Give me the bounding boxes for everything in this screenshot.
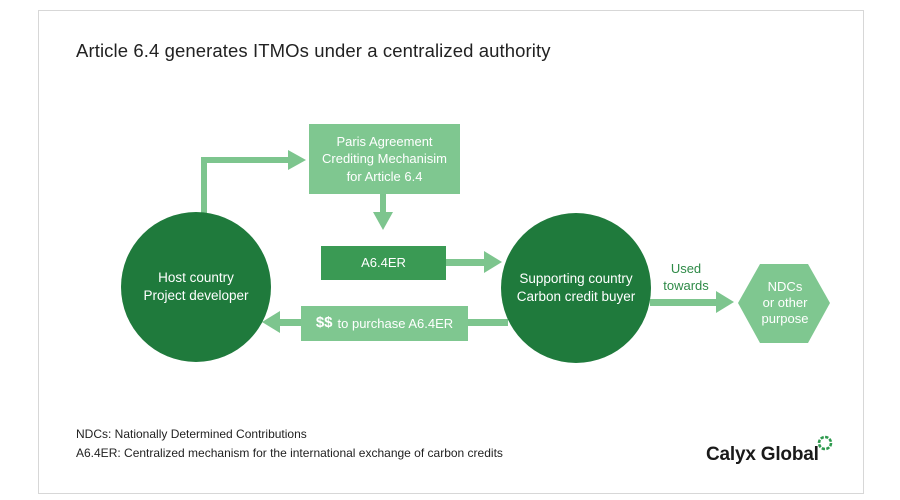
ndc-label-line1: NDCs	[767, 278, 803, 294]
arrow-head-to-buyer	[484, 251, 502, 273]
credit-label: A6.4ER	[321, 246, 446, 280]
dollar-symbol: $$	[315, 314, 333, 332]
ndc-label: NDCs or other purpose	[745, 270, 825, 336]
mechanism-label-line2: Crediting Mechanisim	[322, 151, 447, 167]
buyer-label-line2: Carbon credit buyer	[516, 289, 636, 304]
payment-label-text: to purchase A6.4ER	[337, 315, 454, 331]
arrow-host-to-mechanism	[201, 157, 292, 232]
diagram-frame	[38, 10, 864, 494]
footnote-ndc: NDCs: Nationally Determined Contribution…	[76, 427, 307, 441]
arrow-buyer-to-ndc	[650, 299, 720, 306]
host-label-line1: Host country	[158, 269, 234, 285]
arrow-head-to-mechanism	[288, 150, 306, 170]
mechanism-box	[309, 124, 460, 194]
ndc-label-line2: or other	[762, 294, 808, 310]
ndc-label-line3: purpose	[761, 311, 809, 327]
diagram-title: Article 6.4 generates ITMOs under a cent…	[76, 40, 551, 61]
footnote-a64er: A6.4ER: Centralized mechanism for the in…	[76, 446, 503, 460]
payment-box	[301, 306, 468, 341]
arrow-head-to-credit	[373, 212, 393, 230]
credit-box	[321, 246, 446, 280]
mechanism-label-line3: for Article 6.4	[346, 168, 423, 184]
calyx-ring-icon	[817, 435, 833, 451]
used-towards-label: Used towards	[652, 261, 720, 295]
buyer-label-line1: Supporting country	[519, 270, 633, 286]
mechanism-label: Paris Agreement Crediting Mechanisim for…	[309, 124, 460, 194]
calyx-logo-text: Calyx Global	[706, 444, 819, 465]
arrow-head-to-host	[262, 311, 280, 333]
buyer-label: Supporting country Carbon credit buyer	[501, 263, 651, 313]
host-label: Host country Project developer	[121, 262, 271, 312]
arrow-payment-shaft	[277, 319, 301, 326]
host-circle	[121, 212, 271, 362]
host-label-line2: Project developer	[143, 288, 249, 303]
credit-label-text: A6.4ER	[361, 255, 406, 271]
arrow-head-to-ndc	[716, 291, 734, 313]
arrow-payment-tail	[468, 319, 508, 326]
mechanism-label-line1: Paris Agreement	[336, 133, 433, 149]
buyer-circle	[501, 213, 651, 363]
used-towards-line2: towards	[663, 277, 709, 293]
ndc-hexagon	[738, 264, 830, 343]
payment-label: $$ to purchase A6.4ER	[301, 306, 468, 341]
used-towards-line1: Used	[670, 261, 702, 276]
arrow-credit-to-buyer	[446, 259, 486, 266]
arrow-mechanism-to-credit	[380, 194, 386, 214]
